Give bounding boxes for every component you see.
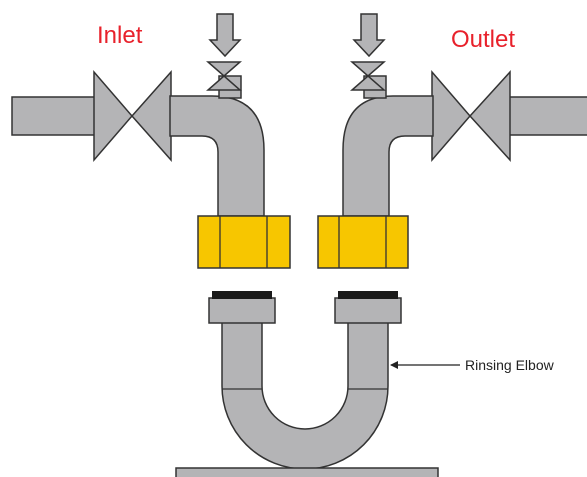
elbow-right-collar	[334, 297, 402, 324]
inlet-vent-valve-icon	[206, 61, 242, 91]
inlet-valve-icon	[93, 69, 172, 163]
inlet-assembly	[11, 13, 291, 269]
rinsing-elbow	[175, 291, 439, 477]
rinsing-elbow-u-pipe	[221, 321, 389, 470]
outlet-elbow-pipe	[342, 95, 434, 217]
outlet-assembly	[317, 13, 587, 269]
elbow-left-gasket	[212, 291, 272, 299]
outlet-vent-valve-icon	[350, 61, 386, 91]
outlet-vent-arrow-icon	[352, 13, 386, 58]
inlet-elbow-pipe	[169, 95, 265, 217]
outlet-horizontal-pipe	[507, 96, 587, 136]
base-plate	[175, 467, 439, 477]
elbow-left-collar	[208, 297, 276, 324]
outlet-label: Outlet	[451, 26, 516, 53]
outlet-valve-icon	[431, 69, 511, 163]
rinsing-elbow-label: Rinsing Elbow	[465, 357, 554, 373]
elbow-right-gasket	[338, 291, 398, 299]
inlet-label: Inlet	[97, 22, 143, 49]
inlet-coupling-nut	[197, 215, 291, 269]
inlet-vent-arrow-icon	[208, 13, 242, 58]
outlet-coupling-nut	[317, 215, 409, 269]
inlet-horizontal-pipe	[11, 96, 98, 136]
